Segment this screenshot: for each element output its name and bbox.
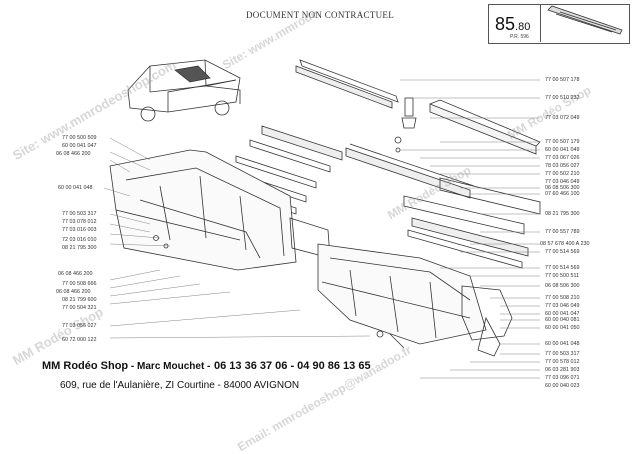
part-number: 60 00 040 081 (545, 317, 580, 323)
part-number: 72 03 016 010 (62, 237, 97, 243)
part-number: 77 00 500 509 (62, 135, 97, 141)
part-number: 77 00 557 789 (545, 229, 580, 235)
part-number: 60 00 041 048 (58, 185, 93, 191)
plate-number: 85.80 (495, 14, 530, 35)
part-number: 77 00 500 511 (545, 273, 580, 279)
part-number: 77 03 056 027 (62, 323, 97, 329)
part-number: 77 03 016 003 (62, 227, 97, 233)
part-number: 60 00 041 047 (545, 311, 580, 317)
shop-owner: - Marc Mouchet - (128, 361, 211, 372)
part-number: 06 08 466 200 (58, 271, 93, 277)
part-number: 77 00 510 232 (545, 95, 580, 101)
plate-number-main: 85 (495, 14, 516, 34)
part-number: 77 03 078 012 (62, 219, 97, 225)
plate-reference: P.R. 596 (510, 34, 529, 40)
part-number: 06 03 281 903 (545, 367, 580, 373)
part-number: 77 03 096 071 (545, 375, 580, 381)
part-number: 77 00 514 569 (545, 249, 580, 255)
part-number: 77 00 507 179 (545, 139, 580, 145)
part-number: 77 03 072 049 (545, 115, 580, 121)
part-number: 60 00 041 050 (545, 325, 580, 331)
part-number: 77 00 514 569 (545, 265, 580, 271)
part-number: 77 03 046 049 (545, 303, 580, 309)
shop-phones: 06 13 36 37 06 - 04 90 86 13 65 (214, 360, 371, 372)
part-number: 77 00 508 210 (545, 295, 580, 301)
part-number: 77 00 508 666 (62, 281, 97, 287)
part-number: 08 21 799 600 (62, 297, 97, 303)
part-number: 77 00 578 012 (545, 359, 580, 365)
part-number: 60 00 041 048 (545, 341, 580, 347)
part-number: 77 03 046 049 (545, 179, 580, 185)
part-number: 07 60 466 100 (545, 191, 580, 197)
part-number: 60 00 041 049 (545, 147, 580, 153)
part-number: 77 00 504 321 (62, 305, 97, 311)
document-disclaimer: DOCUMENT NON CONTRACTUEL (245, 10, 395, 20)
part-number: 08 57 678 400 A 230 (540, 241, 590, 247)
part-number: 60 72 000 122 (62, 337, 97, 343)
part-number: 08 21 795 300 (545, 211, 580, 217)
plate-box (488, 4, 630, 44)
shop-name: MM Rodéo Shop (42, 360, 129, 372)
plate-number-sub: .80 (515, 21, 531, 33)
part-number: 08 21 795 300 (62, 245, 97, 251)
part-number: 60 00 041 047 (62, 143, 97, 149)
part-number: 60 00 040 023 (545, 383, 580, 389)
part-number: 78 03 056 027 (545, 163, 580, 169)
part-number: 06 08 506 300 (545, 283, 580, 289)
part-number: 06 08 466 200 (56, 151, 91, 157)
vehicle-sketch-icon (127, 59, 241, 122)
part-number: 06 08 466 200 (56, 289, 91, 295)
part-number: 77 00 502 210 (545, 171, 580, 177)
part-number: 77 00 503 317 (62, 211, 97, 217)
part-number: 77 00 503 317 (545, 351, 580, 357)
part-number: 77 03 067 026 (545, 155, 580, 161)
shop-address: 609, rue de l'Aulanière, ZI Courtine - 8… (60, 380, 300, 391)
plate-thumbnail-icon (547, 5, 623, 35)
part-number: 77 00 507 178 (545, 77, 580, 83)
plate-divider (540, 4, 541, 42)
part-number: 06 08 506 300 (545, 185, 580, 191)
shop-name-line: MM Rodéo Shop - Marc Mouchet - (42, 360, 210, 372)
